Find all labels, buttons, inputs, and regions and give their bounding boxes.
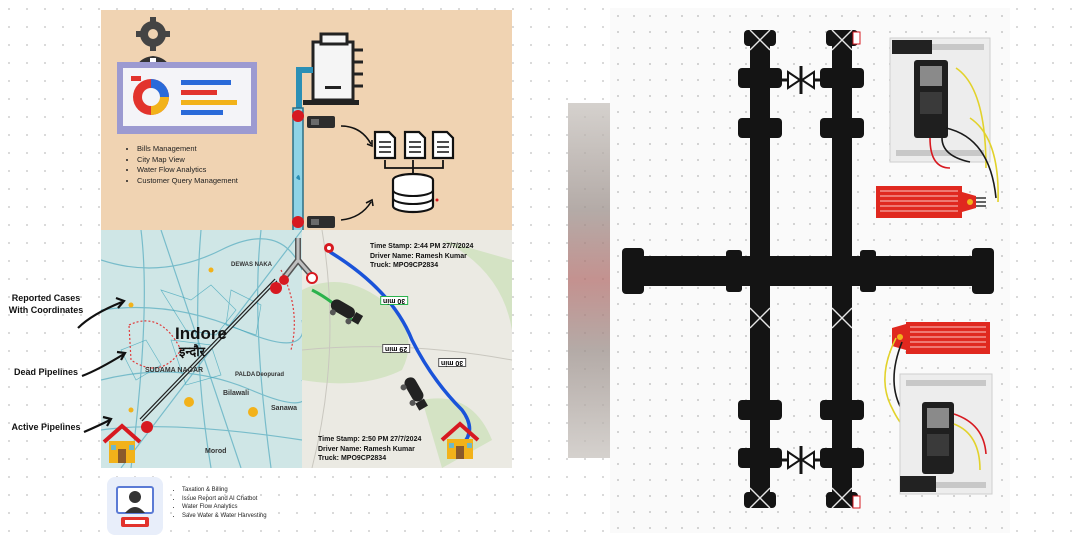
dashboard-icon	[117, 62, 257, 134]
map-label-palda: PALDA	[235, 372, 255, 378]
admin-panel: Bills ManagementCity Map ViewWater Flow …	[101, 10, 512, 230]
cropped-logo-strip	[568, 103, 610, 458]
pipe-junction	[278, 238, 318, 288]
admin-feature-item: Customer Query Management	[137, 176, 238, 187]
map-label-morod: Morod	[205, 448, 226, 455]
trip-bottom-timestamp: Time Stamp: 2:50 PM 27/7/2024	[318, 435, 421, 445]
admin-feature-item: Water Flow Analytics	[137, 165, 238, 176]
map-label-deopuradi: Deopurad	[256, 372, 284, 378]
truck-route-map[interactable]: Time Stamp: 2:44 PM 27/7/2024 Driver Nam…	[302, 230, 512, 468]
truck-icon	[324, 298, 364, 328]
map-label-indore: Indore	[175, 324, 227, 344]
map-label-bilawali: Bilawali	[223, 390, 249, 397]
citizen-feature-item: Water Flow Analytics	[182, 503, 267, 512]
map-label-sanawadia: Sanawa	[271, 405, 297, 412]
map-label-indore-hindi: इन्दौर	[179, 342, 205, 360]
destination-house-icon	[438, 422, 482, 462]
citizen-feature-item: Issue Report and AI Chatbot	[182, 495, 267, 504]
flow-sensor-icon	[307, 116, 337, 130]
citizen-app-icon	[107, 477, 163, 535]
truck-icon-lower	[392, 376, 432, 412]
trip-top-truck: Truck: MPO9CP2834	[370, 261, 473, 271]
flow-sensor-icon-lower	[307, 216, 337, 230]
breadboard-bottom	[900, 374, 992, 494]
trip-top-info: Time Stamp: 2:44 PM 27/7/2024 Driver Nam…	[370, 242, 473, 271]
trip-bottom-info: Time Stamp: 2:50 PM 27/7/2024 Driver Nam…	[318, 435, 421, 464]
map-label-dewas-naka: DEWAS NAKA	[231, 262, 272, 268]
trip-bottom-driver: Driver Name: Ramesh Kumar	[318, 445, 421, 455]
citizen-feature-item: Taxation & Billing	[182, 486, 267, 495]
admin-feature-item: City Map View	[137, 155, 238, 166]
eta-badge: 30 min	[380, 296, 408, 305]
trip-bottom-truck: Truck: MPO9CP2834	[318, 454, 421, 464]
eta-badge: 30 min	[438, 358, 466, 367]
annotation-arrows	[72, 290, 132, 450]
eta-badge: 29 min	[382, 344, 410, 353]
admin-feature-item: Bills Management	[137, 144, 238, 155]
map-label-sudama-nagar: SUDAMA NAGAR	[145, 367, 203, 374]
trip-top-driver: Driver Name: Ramesh Kumar	[370, 252, 473, 262]
admin-feature-list: Bills ManagementCity Map ViewWater Flow …	[123, 144, 238, 186]
trip-top-timestamp: Time Stamp: 2:44 PM 27/7/2024	[370, 242, 473, 252]
citizen-feature-list: Taxation & BillingIssue Report and AI Ch…	[168, 486, 267, 520]
hardware-layout	[610, 8, 1010, 533]
sensor-wires-top	[940, 118, 1000, 208]
citizen-feature-item: Save Water & Water Harvesting	[182, 512, 267, 521]
water-tank-icon	[291, 30, 371, 110]
database-icon	[369, 128, 459, 218]
